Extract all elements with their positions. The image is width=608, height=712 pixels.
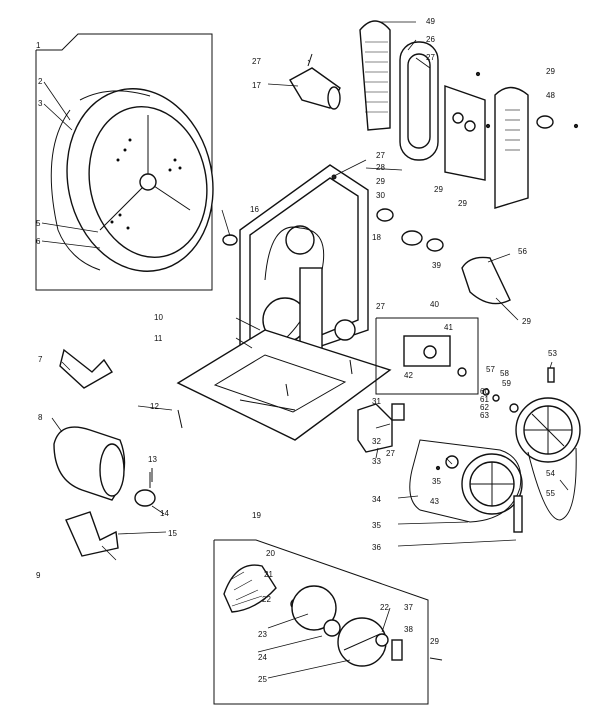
callout-9: 9 (36, 571, 41, 580)
callout-27d: 27 (376, 302, 385, 311)
callout-27b: 27 (426, 53, 435, 62)
callout-23: 23 (258, 630, 267, 639)
motor-assembly (53, 348, 156, 557)
callout-28: 28 (376, 163, 385, 172)
callout-27c: 27 (376, 151, 385, 160)
callout-14: 14 (160, 509, 169, 518)
callout-22b: 22 (380, 603, 389, 612)
callout-29e: 29 (522, 317, 531, 326)
callout-40: 40 (430, 300, 439, 309)
callout-19: 19 (252, 511, 261, 520)
callout-60: 60 (480, 387, 489, 396)
callout-3: 3 (38, 99, 43, 108)
callout-5: 5 (36, 219, 41, 228)
callout-6: 6 (36, 237, 41, 246)
callout-8: 8 (38, 413, 43, 422)
callout-35a: 35 (432, 477, 441, 486)
callout-36: 36 (372, 543, 381, 552)
callout-56: 56 (518, 247, 527, 256)
callout-26: 26 (426, 35, 435, 44)
callout-29a: 29 (546, 67, 555, 76)
callout-15: 15 (168, 529, 177, 538)
callout-29b: 29 (376, 177, 385, 186)
idler-bracket (375, 317, 519, 413)
callout-13: 13 (148, 455, 157, 464)
callout-37: 37 (404, 603, 413, 612)
screws (151, 359, 353, 482)
belt-switch-bracket (357, 403, 405, 453)
callout-labels: 1 2 3 5 6 7 8 9 10 11 12 13 14 15 16 17 … (36, 17, 557, 684)
callout-1: 1 (36, 41, 41, 50)
drive-pulley-assembly (409, 439, 523, 533)
callout-59: 59 (502, 379, 511, 388)
callout-32: 32 (372, 437, 381, 446)
callout-41: 41 (444, 323, 453, 332)
rear-panel-assembly (239, 164, 369, 379)
callout-63: 63 (480, 411, 489, 420)
callout-22a: 22 (262, 595, 271, 604)
callout-29c: 29 (434, 185, 443, 194)
callout-11: 11 (154, 334, 163, 343)
callout-42: 42 (404, 371, 413, 380)
callout-35b: 35 (372, 521, 381, 530)
callout-24: 24 (258, 653, 267, 662)
callout-21: 21 (264, 570, 273, 579)
callout-33: 33 (372, 457, 381, 466)
callout-10: 10 (154, 313, 163, 322)
callout-17: 17 (252, 81, 261, 90)
callout-29d: 29 (458, 199, 467, 208)
small-hardware (222, 71, 579, 471)
callout-54: 54 (546, 469, 555, 478)
callout-31: 31 (372, 397, 381, 406)
callout-20: 20 (266, 549, 275, 558)
callout-18: 18 (372, 233, 381, 242)
callout-12: 12 (150, 402, 159, 411)
blower-assembly (213, 539, 443, 705)
callout-34: 34 (372, 495, 381, 504)
callout-2: 2 (38, 77, 43, 86)
callout-29f: 29 (430, 637, 439, 646)
drum-assembly (35, 33, 214, 291)
callout-58: 58 (500, 369, 509, 378)
callout-16: 16 (250, 205, 259, 214)
front-panel-parts (359, 20, 529, 305)
callout-57: 57 (486, 365, 495, 374)
callout-27e: 27 (386, 449, 395, 458)
callout-61: 61 (480, 395, 489, 404)
knob-part (289, 53, 341, 110)
callout-7: 7 (38, 355, 43, 364)
callout-53: 53 (548, 349, 557, 358)
callout-39: 39 (432, 261, 441, 270)
base-plate (176, 329, 392, 441)
callout-55: 55 (546, 489, 555, 498)
callout-30: 30 (376, 191, 385, 200)
callout-62: 62 (480, 403, 489, 412)
callout-25: 25 (258, 675, 267, 684)
callout-27a: 27 (252, 57, 261, 66)
callout-43: 43 (430, 497, 439, 506)
callout-38: 38 (404, 625, 413, 634)
drum-belt-pulley (515, 367, 581, 521)
callout-48: 48 (546, 91, 555, 100)
callout-49: 49 (426, 17, 435, 26)
leader-lines (51, 21, 569, 679)
